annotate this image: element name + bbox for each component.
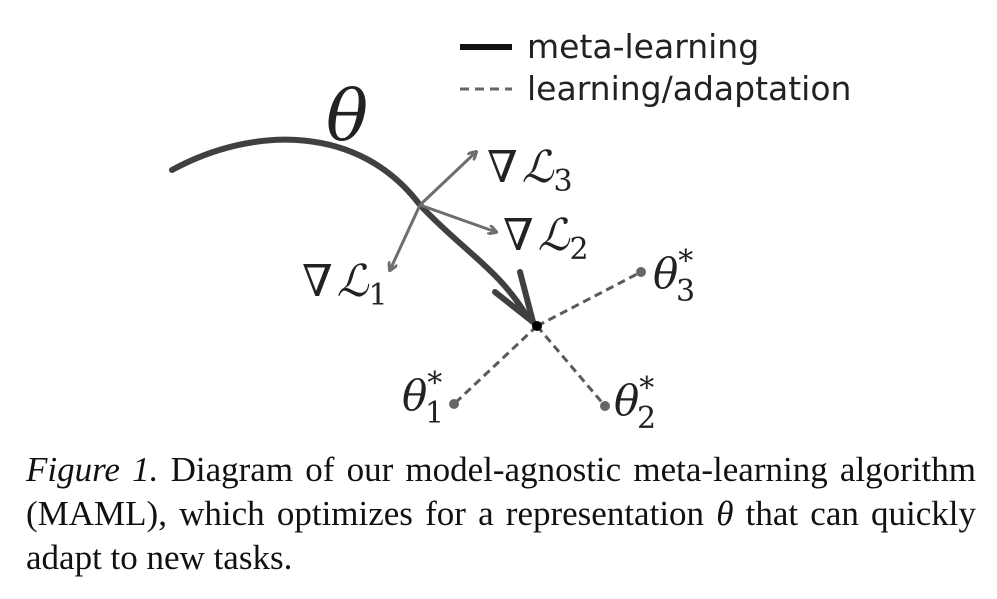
gradient-arrow-3 (418, 152, 476, 207)
legend-adaptation-label: learning/adaptation (527, 69, 851, 108)
caption-theta: θ (716, 494, 734, 533)
adaptation-line-2 (535, 325, 607, 407)
adaptation-line-1 (452, 324, 539, 406)
caption-text-after: that can quickly adapt to new tasks. (26, 494, 977, 577)
optimum-point-1 (449, 399, 459, 409)
figure-label: Figure 1. (26, 450, 159, 489)
optimum-label-1: θ*1 (402, 366, 444, 431)
figure-caption: Figure 1. Diagram of our model-agnostic … (26, 448, 976, 580)
gradient-label-2: ∇ℒ2 (503, 210, 589, 267)
maml-diagram: meta-learning learning/adaptation θ ∇ℒ3 … (169, 27, 851, 436)
meta-learning-arrowhead (492, 269, 539, 330)
optimum-point-3 (636, 267, 646, 277)
optimum-label-2: θ*2 (614, 371, 656, 436)
gradient-arrow-2 (419, 203, 496, 232)
legend-meta-learning-label: meta-learning (527, 27, 759, 66)
caption-text-before: Diagram of our model-agnostic meta-learn… (26, 450, 976, 533)
gradient-label-1: ∇ℒ1 (302, 256, 388, 313)
legend: meta-learning learning/adaptation (460, 27, 851, 108)
adaptation-line-3 (536, 270, 642, 328)
gradient-label-3: ∇ℒ3 (487, 142, 573, 199)
optimum-label-3: θ*3 (653, 244, 695, 309)
adapted-start-point (532, 321, 542, 331)
optimum-point-2 (600, 401, 610, 411)
meta-learning-path (169, 136, 531, 321)
gradient-arrow-1 (390, 204, 422, 270)
